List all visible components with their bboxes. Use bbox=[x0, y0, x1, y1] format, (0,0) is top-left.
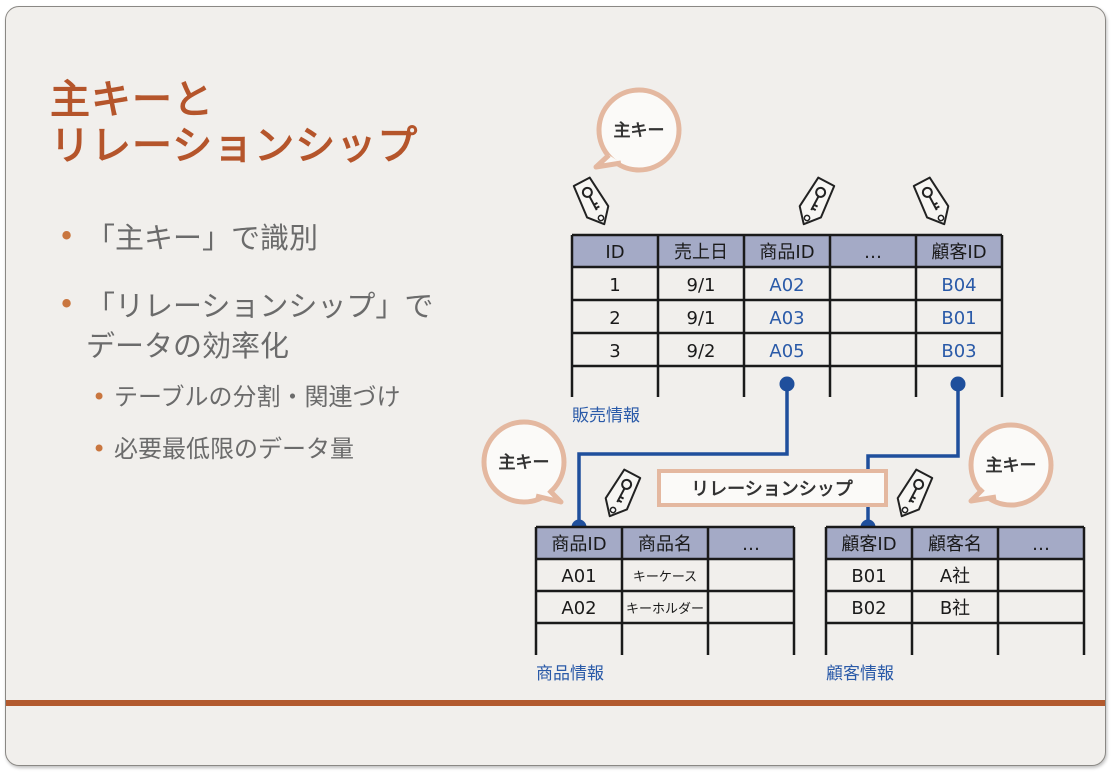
table-cell: A02 bbox=[769, 275, 804, 296]
table-cell: B社 bbox=[940, 598, 970, 619]
bubble-label: 主キー bbox=[614, 120, 665, 141]
bullet-dot: • bbox=[92, 383, 107, 411]
table-cell: A05 bbox=[769, 341, 804, 362]
title-line-2: リレーションシップ bbox=[50, 123, 419, 169]
table-cell: 9/1 bbox=[687, 308, 716, 329]
table-cell: 1 bbox=[609, 275, 620, 296]
primary-key-bubble-top: 主キー bbox=[593, 87, 682, 173]
table-header: 商品名 bbox=[638, 534, 692, 555]
sales-table: ID 売上日 商品ID … 顧客ID 1 9/1 2 9/1 3 9/2 A02… bbox=[570, 233, 1004, 426]
bullet-text-cont: データの効率化 bbox=[86, 329, 290, 363]
table-cell: A02 bbox=[561, 598, 596, 619]
table-cell: B01 bbox=[851, 566, 886, 587]
key-tag-icon bbox=[570, 175, 616, 231]
table-cell: A03 bbox=[769, 308, 804, 329]
bubble-label: 主キー bbox=[499, 452, 550, 473]
slide: 主キーと リレーションシップ • 「主キー」で識別 • 「リレーションシップ」で… bbox=[5, 6, 1106, 766]
key-tag-icon bbox=[792, 175, 838, 231]
product-table: 商品ID 商品名 … A01 A02 キーケース キーホルダー 商品情報 bbox=[534, 525, 796, 684]
table-header: … bbox=[1032, 534, 1050, 555]
table-header: ID bbox=[605, 242, 624, 263]
bullet-dot: • bbox=[92, 435, 107, 463]
table-caption: 顧客情報 bbox=[826, 664, 894, 684]
table-header: 顧客ID bbox=[841, 534, 896, 555]
bullet-dot: • bbox=[58, 219, 76, 253]
table-cell: 2 bbox=[609, 308, 620, 329]
table-cell: B04 bbox=[941, 275, 976, 296]
table-cell: 9/1 bbox=[687, 275, 716, 296]
table-header: … bbox=[864, 242, 882, 263]
primary-key-bubble-left: 主キー bbox=[481, 419, 567, 505]
table-caption: 商品情報 bbox=[536, 664, 604, 684]
table-header: … bbox=[742, 534, 760, 555]
title-line-1: 主キーと bbox=[50, 77, 214, 123]
table-header: 商品ID bbox=[759, 242, 814, 263]
table-cell: B02 bbox=[851, 598, 886, 619]
table-cell: B03 bbox=[941, 341, 976, 362]
sub-bullet-text: 必要最低限のデータ量 bbox=[114, 435, 354, 463]
table-cell: 3 bbox=[609, 341, 620, 362]
key-tag-icon bbox=[910, 175, 956, 231]
bullet-dot: • bbox=[58, 287, 76, 321]
relationship-diagram: 主キー 主キー 主キー bbox=[481, 87, 1086, 684]
table-cell: A01 bbox=[561, 566, 596, 587]
relationship-label-box: リレーションシップ bbox=[657, 469, 888, 507]
table-caption: 販売情報 bbox=[572, 406, 640, 426]
table-cell: B01 bbox=[941, 308, 976, 329]
customer-table: 顧客ID 顧客名 … B01 A社 B02 B社 顧客情報 bbox=[824, 525, 1086, 684]
relationship-label: リレーションシップ bbox=[691, 478, 854, 500]
table-cell: キーホルダー bbox=[626, 602, 704, 617]
key-tag-icon bbox=[890, 467, 936, 523]
bullet-text: 「主キー」で識別 bbox=[86, 221, 319, 255]
bottom-accent-bar bbox=[6, 700, 1105, 706]
table-cell: 9/2 bbox=[687, 341, 716, 362]
bubble-label: 主キー bbox=[986, 455, 1037, 476]
table-cell: A社 bbox=[940, 566, 970, 587]
table-header: 商品ID bbox=[551, 534, 606, 555]
bullet-text: 「リレーションシップ」で bbox=[86, 289, 434, 323]
key-tag-icon bbox=[598, 467, 644, 523]
sub-bullet-text: テーブルの分割・関連づけ bbox=[114, 383, 401, 411]
table-header: 売上日 bbox=[674, 242, 728, 263]
table-header: 顧客ID bbox=[931, 242, 986, 263]
primary-key-bubble-right: 主キー bbox=[968, 422, 1054, 508]
table-header: 顧客名 bbox=[928, 534, 982, 555]
page-title: 主キーと リレーションシップ bbox=[50, 77, 418, 169]
table-cell: キーケース bbox=[633, 570, 697, 585]
